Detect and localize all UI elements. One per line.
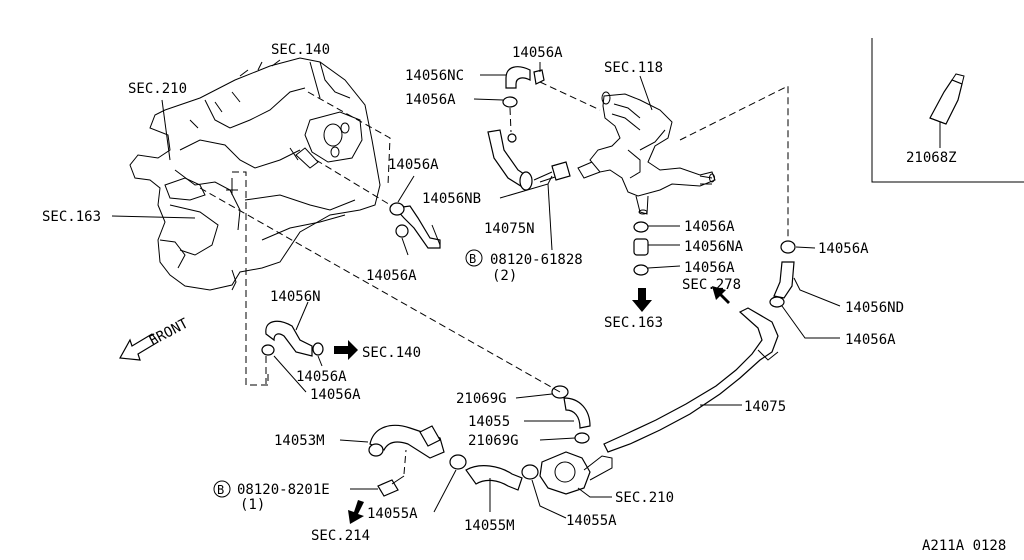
label-sec214: SEC.214 <box>311 528 370 544</box>
label-14056a-mid: 14056A <box>388 157 439 173</box>
label-14056a-far-right2: 14056A <box>845 332 896 348</box>
label-14056n: 14056N <box>270 289 321 305</box>
label-sec210-low: SEC.210 <box>615 490 674 506</box>
label-sec140-top: SEC.140 <box>271 42 330 58</box>
svg-text:B: B <box>217 483 224 497</box>
hose-14056nc <box>505 66 531 89</box>
clamp-14056a-far-right <box>780 240 796 254</box>
clamp-14055a-1 <box>449 454 467 470</box>
label-front: FRONT <box>146 315 191 349</box>
svg-text:B: B <box>469 252 476 266</box>
label-14055m: 14055M <box>464 518 515 534</box>
hose-14056n <box>265 320 313 357</box>
thermostat-housing-drawing <box>577 91 716 215</box>
label-21069g-1: 21069G <box>456 391 507 407</box>
pipe-14075 <box>603 307 779 453</box>
label-14056a-n1: 14056A <box>296 369 347 385</box>
leader-lines <box>111 61 941 519</box>
label-sec210-top: SEC.210 <box>128 81 187 97</box>
label-14056a-r1: 14056A <box>684 219 735 235</box>
label-21069g-2: 21069G <box>468 433 519 449</box>
clamp-14056a-low <box>395 224 409 238</box>
sealant-tube-21068z <box>929 73 965 125</box>
label-21068z: 21068Z <box>906 150 957 166</box>
engine-block-drawing <box>129 57 381 291</box>
label-14075n: 14075N <box>484 221 535 237</box>
bracket-14053m <box>419 425 441 447</box>
water-inlet-housing <box>539 451 591 495</box>
label-14055: 14055 <box>468 414 510 430</box>
bolt-08120-61828 <box>551 161 571 181</box>
label-14053m: 14053M <box>274 433 325 449</box>
label-14056a-r2: 14056A <box>684 260 735 276</box>
arrow-to-sec140 <box>334 340 358 360</box>
front-arrow-icon <box>119 333 159 361</box>
hose-14056na <box>633 238 649 256</box>
label-08120-61828: 08120-61828 <box>490 252 583 268</box>
clamp-14056a-r1 <box>633 221 649 233</box>
label-14075: 14075 <box>744 399 786 415</box>
label-14056nb: 14056NB <box>422 191 481 207</box>
clamp-14056a-mid <box>389 202 405 216</box>
dashed-connections <box>199 81 789 393</box>
label-bolt1-qty: (2) <box>492 268 517 284</box>
label-sec163-right: SEC.163 <box>604 315 663 331</box>
clamp-21069g-2 <box>574 432 590 444</box>
gasket-14075n <box>519 171 533 191</box>
clamp-14056a-n2 <box>261 344 275 356</box>
bolt-symbol-1: B <box>465 249 483 267</box>
inset-frame <box>871 38 1024 183</box>
bracket-outline <box>232 171 269 386</box>
clamp-14056a-n1 <box>312 342 324 356</box>
label-14056a-top-right: 14056A <box>512 45 563 61</box>
clamp-14056a-r2 <box>633 264 649 276</box>
hose-14055 <box>563 397 591 429</box>
label-14056a-far-right: 14056A <box>818 241 869 257</box>
arrow-to-sec278 <box>712 286 730 304</box>
arrow-to-sec214 <box>348 500 364 524</box>
label-14056na: 14056NA <box>684 239 744 255</box>
label-sec140-mid: SEC.140 <box>362 345 421 361</box>
clamp-14056a-top <box>533 69 545 85</box>
arrow-to-sec163-right <box>632 288 652 312</box>
hose-14056nd <box>773 261 795 299</box>
label-sec163-left: SEC.163 <box>42 209 101 225</box>
label-14056nc: 14056NC <box>405 68 464 84</box>
clamp-14056a-upper <box>502 96 518 108</box>
clamp-14053m-end <box>368 443 384 457</box>
label-bolt2-qty: (1) <box>240 497 265 513</box>
hose-14055m <box>465 465 523 491</box>
diagram-code: A211A 0128 <box>922 538 1006 554</box>
clamp-14055a-2 <box>521 464 539 480</box>
label-14056a-low-mid: 14056A <box>366 268 417 284</box>
part-labels: SEC.140 SEC.210 SEC.163 SEC.118 14056NC … <box>42 42 1006 554</box>
bolt-symbol-2: B <box>213 480 231 498</box>
label-sec278: SEC.278 <box>682 277 741 293</box>
label-14056a-top-left: 14056A <box>405 92 456 108</box>
clamp-14056a-far-right2 <box>769 296 785 308</box>
label-14055a-2: 14055A <box>566 513 617 529</box>
bolt-08120-8201e <box>377 479 399 497</box>
label-sec118: SEC.118 <box>604 60 663 76</box>
label-14056nd: 14056ND <box>845 300 904 316</box>
label-14055a-1: 14055A <box>367 506 418 522</box>
label-14056a-n2: 14056A <box>310 387 361 403</box>
label-08120-8201e: 08120-8201E <box>237 482 330 498</box>
